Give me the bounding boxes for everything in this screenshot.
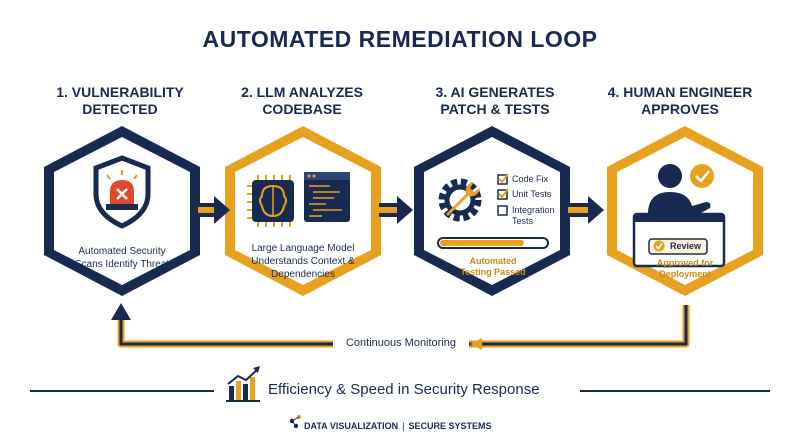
step-4-status: Approved for Deployment bbox=[640, 258, 730, 280]
page-title: AUTOMATED REMEDIATION LOOP bbox=[202, 26, 598, 52]
brain-chip-icon bbox=[247, 175, 294, 227]
step-3-status: Automated Testing Passed bbox=[447, 256, 539, 278]
footer-brand-left: DATA VISUALIZATION bbox=[304, 421, 399, 431]
step-2-title: 2. LLM ANALYZES CODEBASE bbox=[212, 84, 392, 118]
step-4-status-line-1: Approved for bbox=[656, 258, 714, 268]
checklist-item-unit-tests: Unit Tests bbox=[512, 189, 552, 199]
arrow-3-to-4 bbox=[568, 196, 604, 224]
step-2-title-line-1: 2. LLM ANALYZES bbox=[241, 84, 363, 100]
step-1-title-line-1: 1. VULNERABILITY bbox=[56, 84, 184, 100]
step-4-title-line-2: APPROVES bbox=[641, 101, 719, 117]
loop-mid-arrow bbox=[470, 338, 482, 350]
step-1-title-line-2: DETECTED bbox=[82, 101, 158, 117]
step-1-description: Automated Security Scans Identify Threat bbox=[62, 245, 182, 271]
step-3-title-line-2: PATCH & TESTS bbox=[440, 101, 550, 117]
loop-label: Continuous Monitoring bbox=[333, 336, 469, 350]
step-4-title-line-1: 4. HUMAN ENGINEER bbox=[607, 84, 753, 100]
code-window-icon bbox=[304, 172, 350, 222]
siren-shield-icon bbox=[93, 155, 151, 229]
step-3-title-line-1: 3. AI GENERATES bbox=[435, 84, 555, 100]
review-panel bbox=[632, 212, 726, 268]
footer-brand: DATA VISUALIZATION|SECURE SYSTEMS bbox=[304, 421, 492, 431]
person-check-icon bbox=[648, 164, 714, 218]
step-2-desc-line-2: Understands Context & bbox=[251, 256, 355, 267]
footer-brand-right: SECURE SYSTEMS bbox=[408, 421, 492, 431]
arrow-1-to-2 bbox=[198, 196, 230, 224]
bar-chart-icon bbox=[226, 366, 260, 402]
checklist-item-integration: Integration bbox=[512, 205, 555, 215]
checklist-item-code-fix: Code Fix bbox=[512, 174, 549, 184]
loop-arrowhead bbox=[111, 303, 131, 320]
step-3-status-line-2: Testing Passed bbox=[460, 267, 526, 277]
step-4-status-line-2: Deployment bbox=[659, 269, 711, 279]
arrow-2-to-3 bbox=[379, 196, 413, 224]
step-1-desc-line-1: Automated Security bbox=[78, 246, 166, 257]
network-logo-icon bbox=[289, 414, 302, 429]
step-4-title: 4. HUMAN ENGINEER APPROVES bbox=[590, 84, 770, 118]
step-2-desc-line-3: Dependencies bbox=[271, 269, 335, 280]
test-progress-bar bbox=[437, 237, 549, 249]
gear-wrench-icon bbox=[438, 178, 482, 222]
checkbox-icon bbox=[497, 173, 509, 216]
step-1-title: 1. VULNERABILITY DETECTED bbox=[30, 84, 210, 118]
step-1-desc-line-2: Scans Identify Threat bbox=[74, 259, 170, 270]
step-2-title-line-2: CODEBASE bbox=[262, 101, 342, 117]
step-2-description: Large Language Model Understands Context… bbox=[240, 242, 366, 281]
checklist-item-tests: Tests bbox=[512, 216, 534, 226]
step-3-title: 3. AI GENERATES PATCH & TESTS bbox=[405, 84, 585, 118]
step-3-status-line-1: Automated bbox=[469, 256, 517, 266]
footer-brand-separator: | bbox=[402, 421, 405, 431]
review-label: Review bbox=[670, 241, 702, 251]
footer-tagline: Efficiency & Speed in Security Response bbox=[268, 381, 540, 398]
step-2-desc-line-1: Large Language Model bbox=[251, 243, 355, 254]
